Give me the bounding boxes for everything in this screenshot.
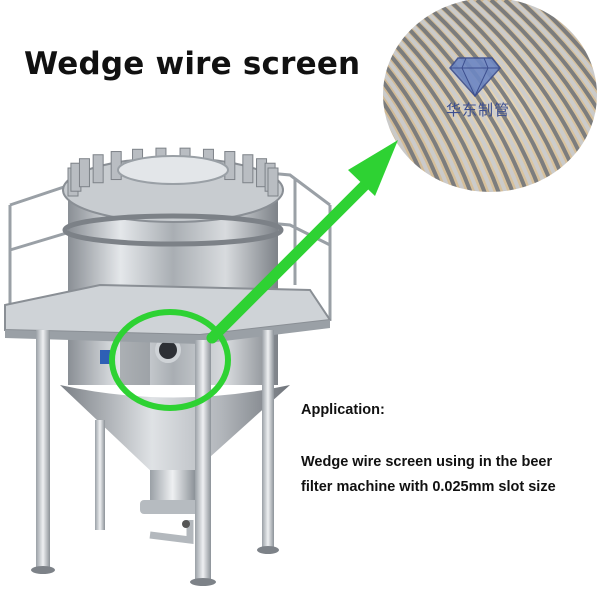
description-line: filter machine with 0.025mm slot size	[301, 479, 556, 495]
application-description: Wedge wire screen using in the beer filt…	[301, 450, 591, 500]
arrow-icon	[206, 140, 398, 344]
description-line: Wedge wire screen using in the beer	[301, 454, 553, 470]
application-label: Application:	[301, 402, 385, 418]
filter-tank	[60, 147, 290, 514]
page-title: Wedge wire screen	[24, 46, 361, 82]
zoom-inset	[377, 0, 600, 198]
highlight-marker	[109, 309, 231, 411]
diamond-logo-icon	[449, 57, 501, 98]
brand-text: 华东制管	[446, 101, 511, 119]
